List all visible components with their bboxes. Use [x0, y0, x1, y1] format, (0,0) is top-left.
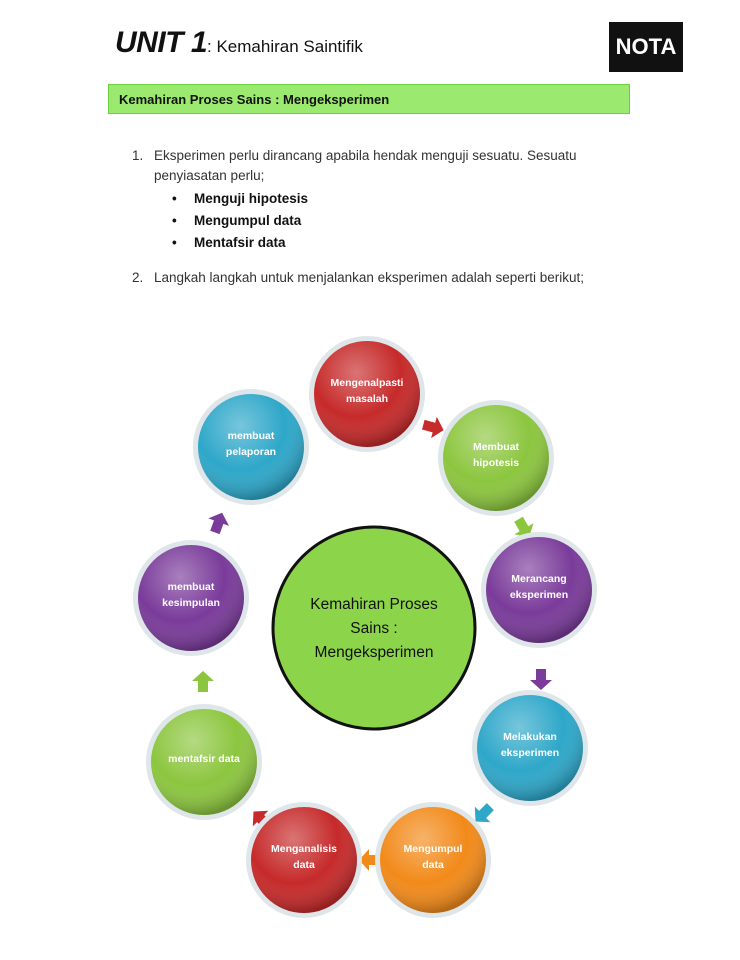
step-label-line: pelaporan: [226, 446, 276, 458]
bullet-list: Menguji hipotesis Mengumpul data Mentafs…: [172, 188, 632, 254]
step-label-line: membuat: [168, 581, 215, 593]
bullet-item: Mengumpul data: [172, 210, 632, 232]
cycle-step-2: Membuat hipotesis: [438, 400, 554, 516]
nota-badge: NOTA: [609, 22, 683, 72]
list-item-1-line1: Eksperimen perlu dirancang apabila henda…: [154, 148, 577, 163]
step-label-line: eksperimen: [510, 589, 568, 601]
step-label-line: data: [293, 859, 315, 871]
list-item-2: 2. Langkah langkah untuk menjalankan eks…: [132, 270, 584, 285]
list-item-2-text: Langkah langkah untuk menjalankan eksper…: [154, 270, 585, 285]
step-label-line: eksperimen: [501, 747, 559, 759]
cycle-step-1: Mengenalpasti masalah: [309, 336, 425, 452]
step-label: Mengenalpasti masalah: [331, 377, 404, 405]
step-label-line: membuat: [228, 430, 275, 442]
cycle-step-8: membuat kesimpulan: [133, 540, 249, 656]
step-label-line: Menganalisis: [271, 843, 337, 855]
page-header: UNIT 1: Kemahiran Saintifik: [115, 26, 363, 60]
cycle-arrow-icon: [530, 669, 552, 690]
step-label: Melakukan eksperimen: [501, 731, 559, 759]
cycle-arrow-icon: [359, 849, 380, 871]
center-label-line: Sains :: [350, 620, 397, 637]
bullet-item: Mentafsir data: [172, 232, 632, 254]
cycle-arrow-icon: [208, 512, 230, 535]
cycle-arrow-icon: [422, 416, 444, 439]
list-item-1-number: 1.: [132, 148, 144, 163]
step-label: Menganalisis data: [271, 843, 337, 871]
bullet-item: Menguji hipotesis: [172, 188, 632, 210]
cycle-step-6: Menganalisis data: [246, 802, 362, 918]
step-label-line: Membuat: [473, 441, 520, 453]
step-shine: [198, 394, 304, 500]
cycle-arrow-icon: [474, 803, 494, 823]
step-shine: [486, 537, 592, 643]
step-label-line: kesimpulan: [162, 597, 220, 609]
list-item-2-number: 2.: [132, 270, 144, 285]
list-item-1: 1. Eksperimen perlu dirancang apabila he…: [132, 146, 632, 186]
step-shine: [443, 405, 549, 511]
list-item-1-line2: penyiasatan perlu;: [154, 168, 265, 183]
step-label-line: hipotesis: [473, 457, 519, 469]
step-label: Membuat hipotesis: [473, 441, 520, 469]
step-shine: [380, 807, 486, 913]
cycle-arrow-icon: [514, 516, 534, 538]
numbered-list: 1. Eksperimen perlu dirancang apabila he…: [132, 146, 632, 254]
step-label-line: Melakukan: [503, 731, 557, 743]
step-shine: [477, 695, 583, 801]
cycle-step-7: mentafsir data: [146, 704, 262, 820]
step-label: membuat pelaporan: [226, 430, 276, 458]
cycle-step-3: Merancang eksperimen: [481, 532, 597, 648]
cycle-step-5: Mengumpul data: [375, 802, 491, 918]
step-shine: [251, 807, 357, 913]
step-shine: [314, 341, 420, 447]
step-label-line: mentafsir data: [168, 753, 240, 765]
step-label-line: Mengumpul: [404, 843, 463, 855]
step-shine: [151, 709, 257, 815]
step-label: Mengumpul data: [404, 843, 463, 871]
cycle-arrow-icon: [192, 671, 214, 692]
cycle-step-4: Melakukan eksperimen: [472, 690, 588, 806]
section-title-bar: Kemahiran Proses Sains : Mengeksperimen: [108, 84, 630, 114]
step-label: Merancang eksperimen: [510, 573, 568, 601]
center-label-line: Kemahiran Proses: [310, 596, 438, 613]
unit-label: UNIT 1: [115, 26, 208, 59]
step-label-line: data: [422, 859, 444, 871]
cycle-step-9: membuat pelaporan: [193, 389, 309, 505]
section-title: Kemahiran Proses Sains : Mengeksperimen: [119, 91, 390, 107]
step-shine: [138, 545, 244, 651]
step-label: mentafsir data: [168, 753, 240, 765]
step-label: membuat kesimpulan: [162, 581, 220, 609]
step-label-line: Mengenalpasti: [331, 377, 404, 389]
center-label-line: Mengeksperimen: [315, 644, 434, 661]
step-label-line: Merancang: [511, 573, 566, 585]
unit-title: : Kemahiran Saintifik: [207, 37, 363, 56]
step-label-line: masalah: [346, 393, 388, 405]
